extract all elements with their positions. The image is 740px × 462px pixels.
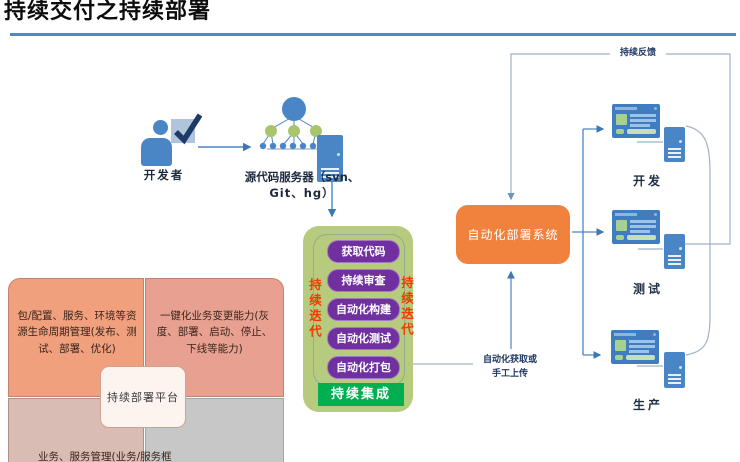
ci-step-package: 自动化打包 <box>327 356 400 379</box>
test-monitor-icon <box>612 210 660 244</box>
env-test-label: 测试 <box>632 282 663 296</box>
ci-step-get-code: 获取代码 <box>327 240 400 263</box>
checkmark-icon <box>174 113 203 145</box>
matrix-bottom-left-partial-text: 业务、服务管理(业务/服务框 <box>38 451 172 462</box>
developer-icon-body <box>141 138 172 166</box>
ci-step-build: 自动化构建 <box>327 298 400 321</box>
ci-step-review: 持续审查 <box>327 269 400 292</box>
dev-monitor-icon <box>612 104 660 138</box>
source-server-label-line1: 源代码服务器（svn、 <box>244 170 360 184</box>
title-rule <box>10 33 736 36</box>
iteration-label-right: 持续迭代 <box>399 276 414 338</box>
feedback-label: 持续反馈 <box>610 47 666 59</box>
env-prod-label: 生产 <box>632 398 663 412</box>
prod-server-icon <box>664 352 685 388</box>
platform-center-box: 持续部署平台 <box>100 366 186 428</box>
curve-env-bracket <box>685 125 711 356</box>
prod-monitor-icon <box>611 330 659 364</box>
page-title: 持续交付之持续部署 <box>4 0 212 24</box>
deploy-system-box: 自动化部署系统 <box>456 205 570 264</box>
test-server-icon <box>664 234 685 269</box>
env-dev-label: 开发 <box>632 174 663 188</box>
version-tree-icon <box>259 97 326 150</box>
deploy-system-label: 自动化部署系统 <box>467 228 559 242</box>
developer-label: 开发者 <box>143 168 185 182</box>
dev-server-icon <box>664 127 685 162</box>
ci-box: 获取代码 持续审查 自动化构建 自动化测试 自动化打包 持续迭代 持续迭代 持续… <box>303 226 414 412</box>
upload-label-line2: 手工上传 <box>491 369 528 379</box>
ci-step-test: 自动化测试 <box>327 327 400 350</box>
upload-label-line1: 自动化获取或 <box>482 355 537 365</box>
line-feedback-loop <box>507 53 731 245</box>
platform-matrix: 包/配置、服务、环境等资源生命周期管理(发布、测试、部署、优化) 一键化业务变更… <box>8 278 284 462</box>
platform-center-label: 持续部署平台 <box>107 391 179 404</box>
ci-banner: 持续集成 <box>318 383 404 406</box>
developer-icon <box>153 120 168 135</box>
iteration-label-left: 持续迭代 <box>307 278 322 340</box>
source-server-label-line2: Git、hg） <box>269 186 335 200</box>
source-server-icon <box>317 135 343 182</box>
